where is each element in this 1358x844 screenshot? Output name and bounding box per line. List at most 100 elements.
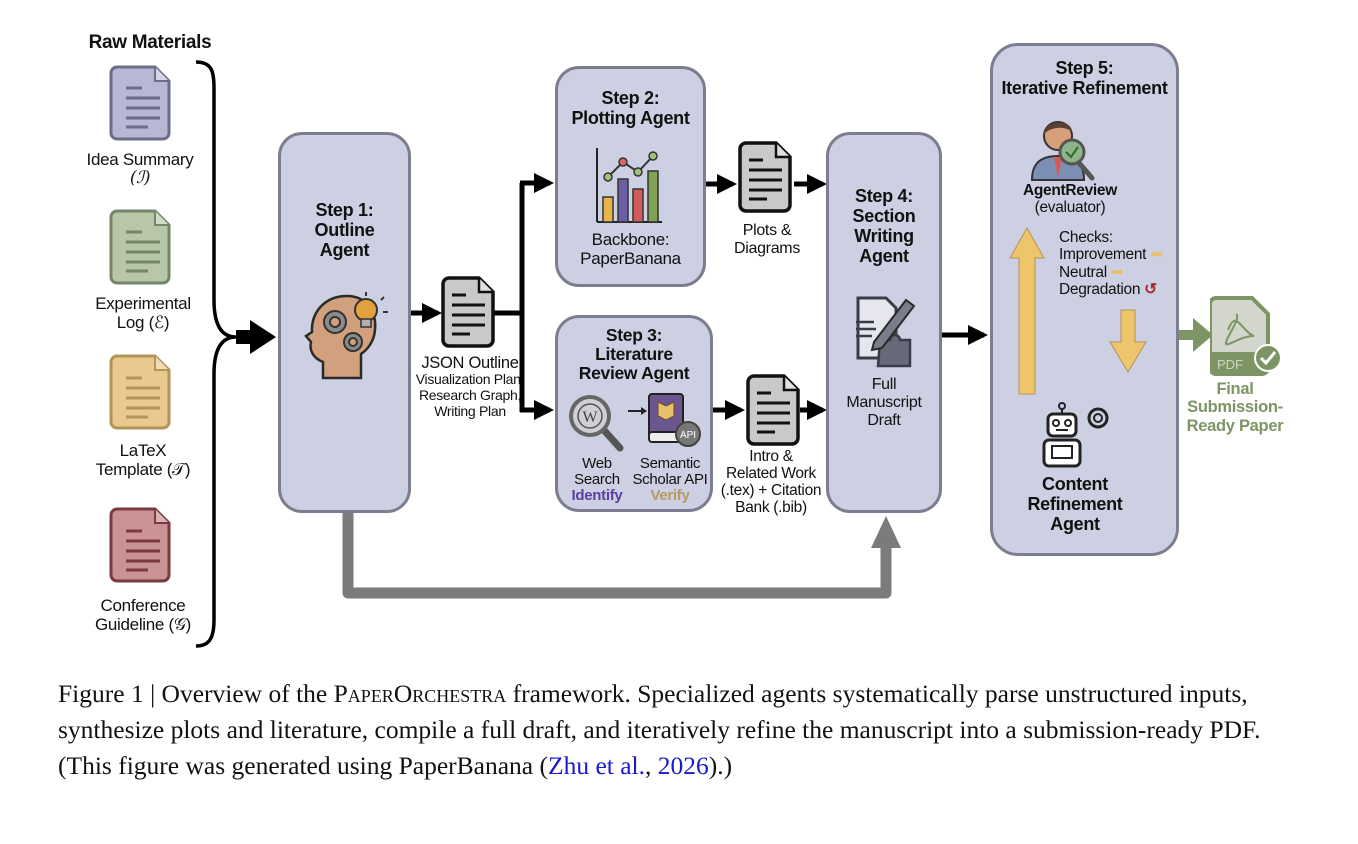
identify-tag: Identify <box>571 486 623 504</box>
agent-review-role: (evaluator) <box>1034 199 1106 217</box>
framework-diagram: Raw Materials Idea Summary (ℐ) Experimen… <box>60 32 1290 648</box>
bypass-arrowhead <box>871 516 901 548</box>
step4-title: Step 4: Section Writing Agent <box>826 186 942 267</box>
final-paper-label: Final Submission- Ready Paper <box>1180 380 1290 435</box>
raw-doc-icon-template <box>109 354 171 430</box>
plots-doc-icon <box>738 141 792 213</box>
arrow-step5-to-final <box>1177 318 1213 352</box>
verify-tag: Verify <box>650 486 690 504</box>
step2-box[interactable] <box>555 66 706 287</box>
step2-backbone: Backbone: PaperBanana <box>555 230 706 268</box>
up-arrow-icon <box>1009 226 1045 395</box>
sub-line: Draft <box>867 411 901 429</box>
step5-title: Step 5: Iterative Refinement <box>990 58 1179 98</box>
label-line: Log (ℰ) <box>116 313 170 333</box>
json-outline-doc-icon <box>441 276 495 348</box>
label-line: Submission- <box>1187 398 1283 417</box>
label-line: Template (𝒯) <box>95 460 191 480</box>
sub-line: Manuscript <box>846 393 922 411</box>
checks-title: Checks: <box>1059 229 1113 246</box>
outline-line: Research Graph, <box>418 387 522 404</box>
semantic-scholar-label: Semantic Scholar API Verify <box>628 456 712 503</box>
refinement-loop-arrows <box>1009 226 1147 395</box>
check-label: Improvement <box>1059 246 1147 264</box>
svg-text:API: API <box>680 430 696 441</box>
label-line: Agent <box>1050 514 1100 535</box>
title-line: Review Agent <box>578 362 690 383</box>
title-line: Step 4: <box>855 186 913 206</box>
right-arrow-icon: ➡ <box>1146 246 1163 264</box>
title-line: Agent <box>319 240 370 261</box>
label-line: Final <box>1216 380 1254 398</box>
label-line: Scholar API <box>632 470 708 488</box>
head-gears-lightbulb-icon <box>304 292 388 380</box>
raw-materials-title: Raw Materials <box>88 32 212 53</box>
label-line: Semantic <box>639 455 701 472</box>
check-item-degradation: Degradation ↺ <box>1059 281 1169 298</box>
sub-line: PaperBanana <box>580 249 681 269</box>
pdf-text: PDF <box>1217 357 1243 372</box>
title-line: Outline <box>314 220 375 241</box>
title-line: Step 1: <box>315 200 374 220</box>
lit-output-label: Intro & Related Work (.tex) + Citation B… <box>712 448 830 516</box>
citation-link-authors[interactable]: Zhu et al. <box>548 751 646 780</box>
down-arrow-icon <box>1109 309 1147 373</box>
raw-doc-icon-idea <box>109 65 171 141</box>
sub-line: Full <box>871 376 897 393</box>
label-line: Conference <box>100 596 186 615</box>
bar-line-chart-icon <box>596 148 662 223</box>
raw-material-label-guideline: Conference Guideline (𝒢) <box>60 596 226 634</box>
robot-gear-icon <box>1042 402 1109 468</box>
wikipedia-search-icon: W <box>569 395 624 452</box>
undo-arrow-icon: ↺ <box>1140 281 1157 299</box>
raw-material-label-log: Experimental Log (ℰ) <box>60 294 226 332</box>
step4-output-label: Full Manuscript Draft <box>826 376 942 430</box>
title-line: Step 2: <box>601 88 660 108</box>
bypass-arrow-step1-to-step4 <box>342 510 892 599</box>
checks-list: Checks: Improvement ➡ Neutral ➡ Degradat… <box>1059 229 1169 298</box>
title-line: Writing <box>854 226 914 247</box>
plots-output-label: Plots & Diagrams <box>720 222 814 258</box>
agent-review-label: AgentReview (evaluator) <box>990 182 1150 217</box>
output-line: Diagrams <box>733 239 801 257</box>
lit-doc-icon <box>746 374 800 446</box>
caption-prefix: Figure 1 | Overview of the <box>58 679 334 708</box>
agent-review-name: AgentReview <box>1022 182 1118 199</box>
semantic-scholar-api-book-icon: API <box>648 393 701 447</box>
json-outline-label: JSON Outline Visualization Plan, Researc… <box>400 354 540 419</box>
check-item-neutral: Neutral ➡ <box>1059 264 1169 281</box>
outline-line: Visualization Plan, <box>415 371 525 388</box>
right-arrow-icon: ➡ <box>1106 263 1124 281</box>
check-item-improvement: Improvement ➡ <box>1059 246 1169 263</box>
raw-doc-icon-log <box>109 209 171 285</box>
framework-name: PaperOrchestra <box>333 679 507 708</box>
label-line: Experimental <box>95 294 191 313</box>
caption-body: framework. Specialized agents systematic… <box>58 679 1261 780</box>
step2-title: Step 2: Plotting Agent <box>555 88 706 128</box>
label-line: Ready Paper <box>1186 416 1284 435</box>
label-line: Search <box>574 470 620 488</box>
outline-line: Writing Plan <box>434 402 506 419</box>
output-line: Related Work <box>725 465 816 483</box>
step1-title: Step 1: Outline Agent <box>278 200 411 260</box>
json-outline-title: JSON Outline <box>421 354 519 372</box>
title-line: Step 5: <box>1055 58 1114 78</box>
web-search-label: Web Search Identify <box>562 456 632 503</box>
title-line: Plotting Agent <box>571 108 690 129</box>
check-label: Degradation <box>1059 281 1141 299</box>
label-line: Guideline (𝒢) <box>94 615 192 635</box>
document-pencil-puzzle-icon <box>856 296 916 368</box>
title-line: Step 3: <box>605 325 663 345</box>
connector-outline-branch <box>494 183 525 412</box>
diagram-canvas <box>109 60 1213 648</box>
figure-caption: Figure 1 | Overview of the PaperOrchestr… <box>58 676 1298 784</box>
raw-material-label-template: LaTeX Template (𝒯) <box>60 441 226 479</box>
step3-title: Step 3: Literature Review Agent <box>555 326 713 383</box>
title-line: Iterative Refinement <box>1001 78 1168 99</box>
label-line: Web <box>582 455 612 472</box>
title-line: Literature <box>595 343 673 364</box>
citation-link-year[interactable]: 2026 <box>657 751 709 780</box>
title-line: Section <box>852 206 916 227</box>
arrow-raw-to-step1 <box>236 320 276 354</box>
small-arrow-icon <box>628 407 647 415</box>
